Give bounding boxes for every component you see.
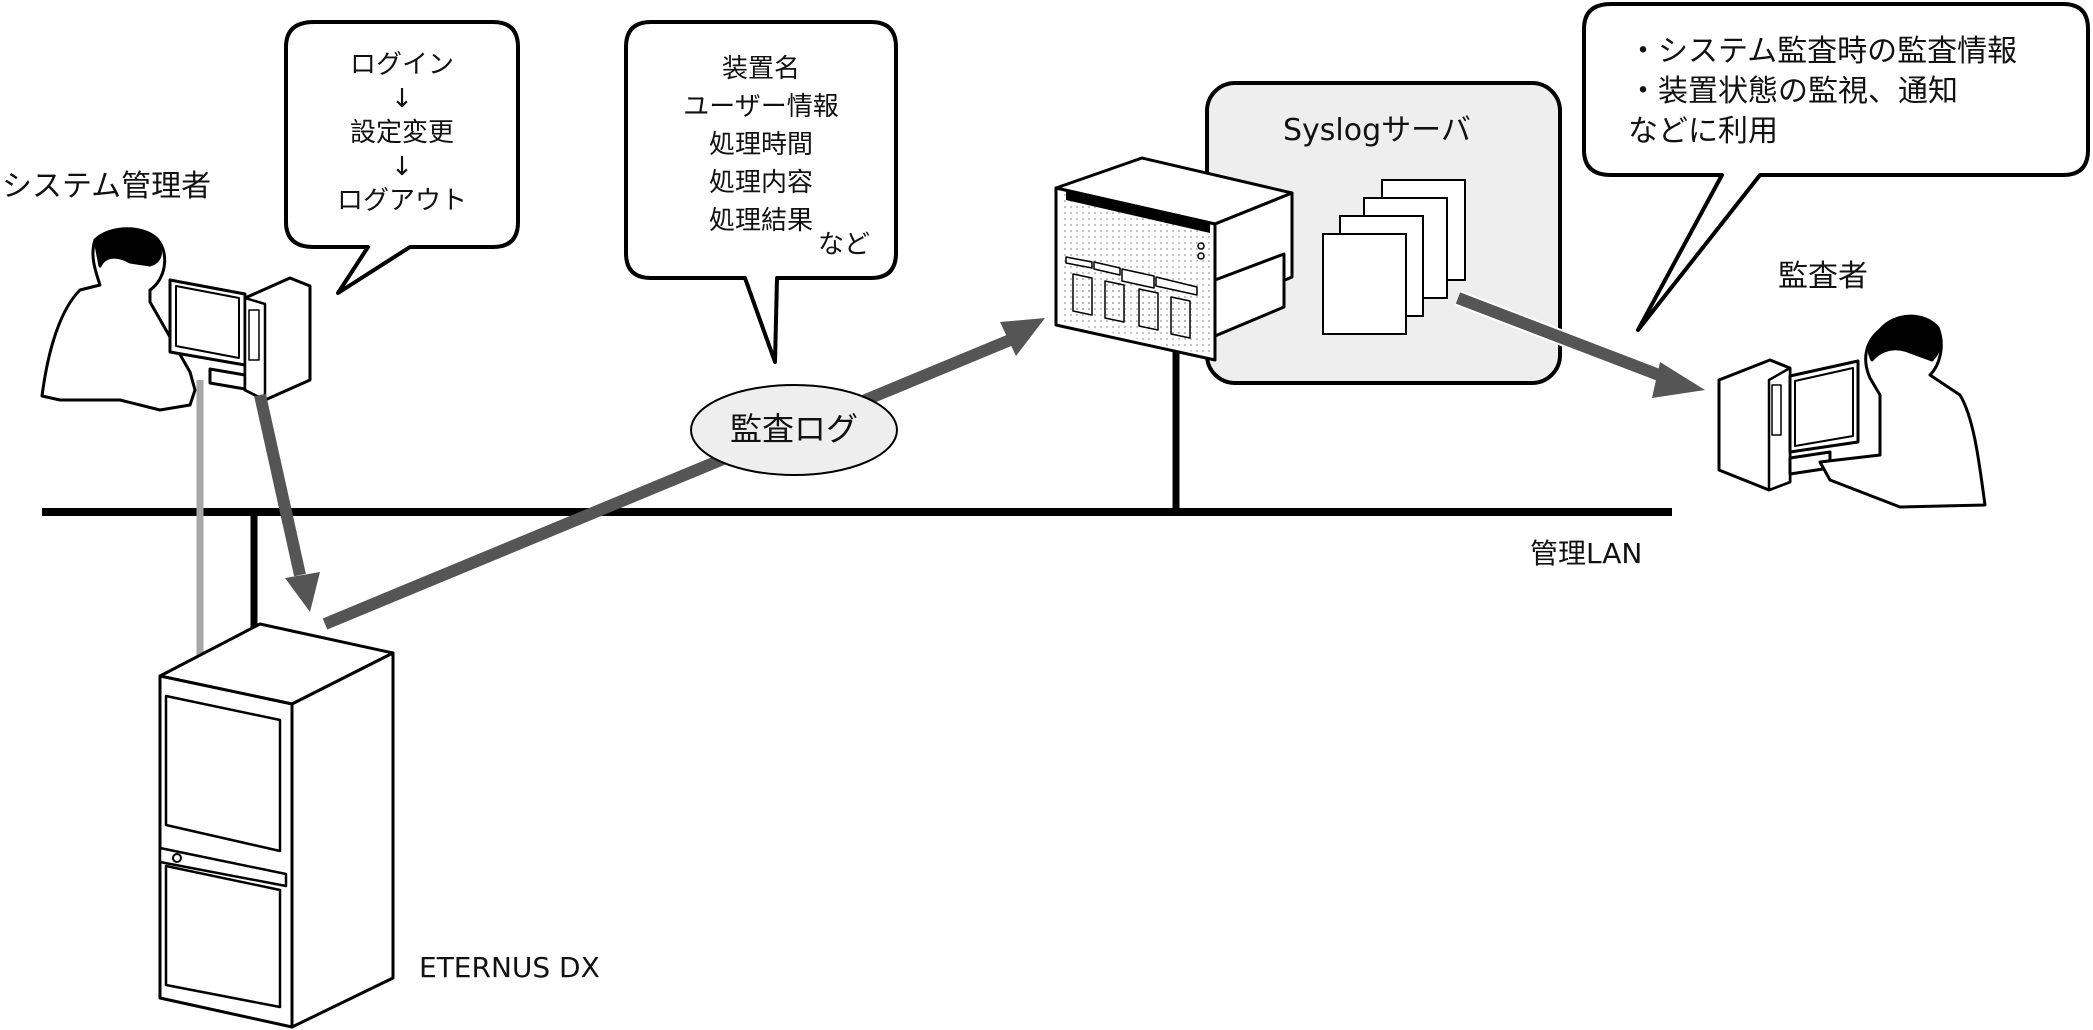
storage-label: ETERNUS DX [419, 951, 600, 984]
bubble-admin-ops-text: ログイン ↓ 設定変更 ↓ ログアウト [286, 48, 518, 218]
audit-log-label: 監査ログ [729, 410, 858, 448]
bubble-line: 処理結果 [708, 206, 813, 236]
bubble-arrow: ↓ [391, 84, 413, 114]
bubble-line: などに利用 [1628, 114, 1778, 149]
rack-server-icon [1054, 156, 1294, 362]
bubble-line: 装置名 [721, 54, 800, 84]
bubble-log-contents [624, 20, 898, 364]
bubble-log-contents-text: 装置名 ユーザー情報 処理時間 処理内容 処理結果 [626, 50, 896, 240]
auditor-person-at-computer-icon [1717, 314, 1987, 509]
arrow-storage-to-server [322, 318, 1045, 630]
admin-person-at-computer-icon [40, 227, 312, 412]
bubble-usage [1582, 2, 2090, 332]
bubble-line: 設定変更 [349, 118, 454, 148]
arrow-admin-to-storage [254, 393, 320, 612]
bubble-line: ログアウト [336, 186, 467, 216]
bubble-line: 処理内容 [708, 168, 813, 198]
storage-cabinet-icon [158, 622, 395, 1029]
bubble-line: ・システム監査時の監査情報 [1628, 34, 2018, 69]
bubble-line: ログイン [349, 50, 454, 80]
bubble-usage-text: ・システム監査時の監査情報 ・装置状態の監視、通知 などに利用 [1628, 32, 2017, 152]
arrow-syslog-to-auditor [1455, 290, 1705, 398]
management-lan [42, 340, 1672, 628]
auditor-label: 監査者 [1778, 259, 1868, 294]
admin-label: システム管理者 [2, 169, 212, 204]
bubble-line: ユーザー情報 [683, 92, 839, 122]
management-lan-label: 管理LAN [1530, 537, 1643, 570]
log-files-stack-icon [1322, 179, 1466, 335]
bubble-log-contents-suffix: など [818, 230, 871, 260]
bubble-admin-ops [284, 20, 520, 295]
syslog-server-label: Syslogサーバ [1283, 113, 1471, 148]
bubble-arrow: ↓ [391, 152, 413, 182]
bubble-line: 処理時間 [708, 130, 813, 160]
audit-log-ellipse [690, 384, 898, 476]
bubble-line: ・装置状態の監視、通知 [1628, 74, 1958, 109]
